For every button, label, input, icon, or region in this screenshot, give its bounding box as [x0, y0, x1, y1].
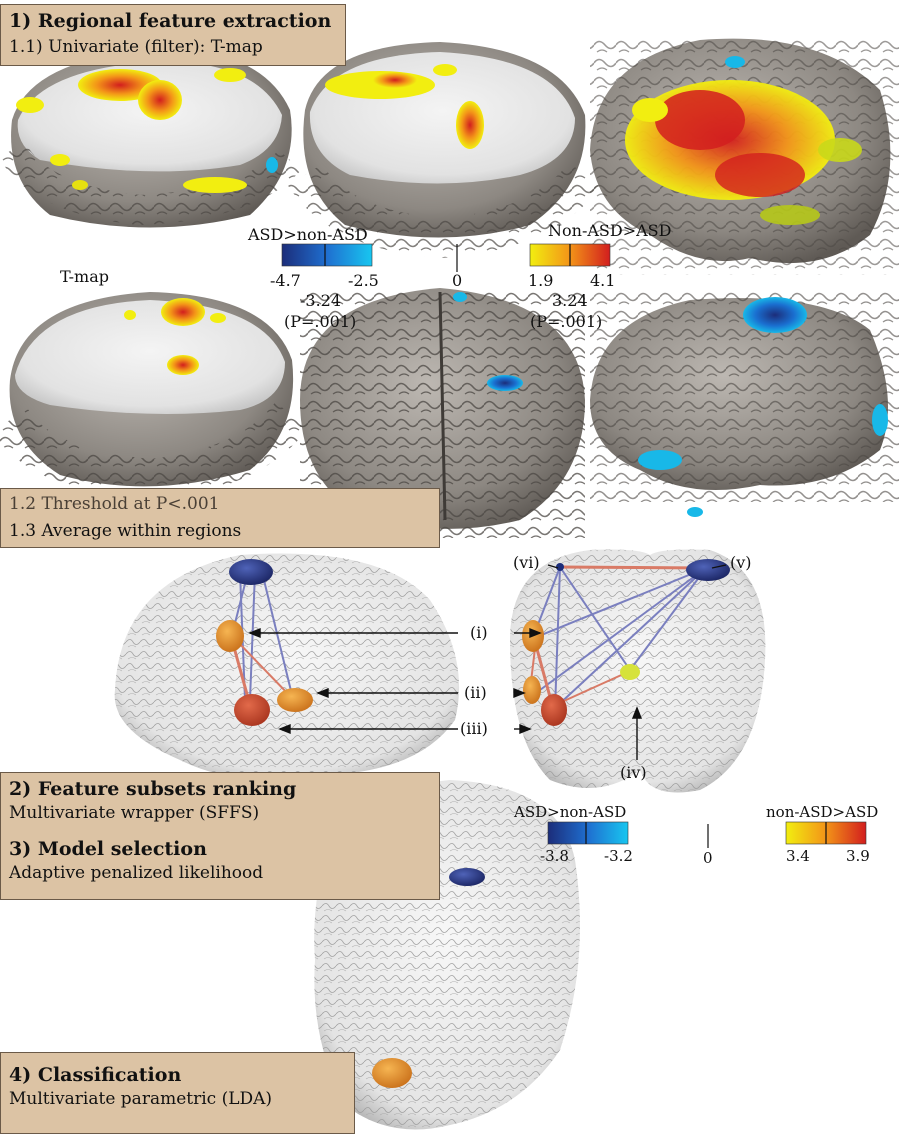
step2-title: 2) Feature subsets ranking: [9, 778, 297, 800]
tmap-pos-threshold: 3.24: [552, 291, 588, 310]
tmap-label: T-map: [60, 267, 109, 286]
step1-subtitle: 1.1) Univariate (filter): T-map: [9, 37, 263, 57]
tmap-pos-p: (P=.001): [530, 312, 603, 331]
glass-brain-lateral: [114, 553, 460, 780]
region-label-vi: (vi): [513, 553, 540, 572]
tmap-neg-min: -4.7: [270, 271, 301, 290]
region-label-i: (i): [470, 623, 488, 642]
brain-row1-middle: [288, 42, 601, 259]
step2-subtitle: Multivariate wrapper (SFFS): [9, 803, 260, 823]
region-label-iii: (iii): [460, 719, 488, 738]
step3-subtitle: Adaptive penalized likelihood: [9, 863, 264, 883]
regions-neg-title: ASD>non-ASD: [514, 803, 627, 821]
region-label-ii: (ii): [464, 683, 487, 702]
step4-subtitle: Multivariate parametric (LDA): [9, 1089, 273, 1109]
regions-pos-min: 3.4: [786, 847, 810, 865]
region-arrows: [248, 564, 727, 760]
brain-row2-right: [590, 292, 899, 517]
step12-box: 1.2 Threshold at P<.001 1.3 Average with…: [0, 488, 440, 548]
glass-brain-frontal: [510, 549, 766, 793]
step13-average: 1.3 Average within regions: [9, 521, 242, 541]
tmap-pos-max: 4.1: [590, 271, 616, 290]
step12-threshold: 1.2 Threshold at P<.001: [9, 494, 220, 514]
regions-neg-min: -3.8: [540, 847, 569, 865]
brain-row1-right: [590, 35, 899, 275]
tmap-pos-min: 1.9: [528, 271, 554, 290]
regions-colorscale: [547, 821, 867, 848]
tmap-neg-max: -2.5: [348, 271, 379, 290]
tmap-colorscale: [281, 243, 611, 272]
region-label-v: (v): [730, 553, 752, 572]
step1-title: 1) Regional feature extraction: [9, 10, 332, 32]
tmap-zero: 0: [452, 271, 463, 290]
tmap-pos-title: Non-ASD>ASD: [548, 221, 672, 240]
brain-row1-left: [0, 49, 302, 228]
tmap-neg-threshold: -3.24: [300, 291, 342, 310]
regions-zero: 0: [703, 849, 713, 867]
brain-row2-left: [0, 292, 309, 502]
step1-box: 1) Regional feature extraction 1.1) Univ…: [0, 4, 346, 66]
brain-row2-middle: [300, 288, 585, 538]
step3-title: 3) Model selection: [9, 838, 207, 860]
step4-title: 4) Classification: [9, 1064, 182, 1086]
tmap-neg-p: (P=.001): [284, 312, 357, 331]
step4-box: 4) Classification Multivariate parametri…: [0, 1052, 355, 1134]
regions-neg-max: -3.2: [604, 847, 633, 865]
regions-pos-title: non-ASD>ASD: [766, 803, 879, 821]
tmap-neg-title: ASD>non-ASD: [248, 225, 368, 244]
region-label-iv: (iv): [620, 763, 647, 782]
step23-box: 2) Feature subsets ranking Multivariate …: [0, 772, 440, 900]
regions-pos-max: 3.9: [846, 847, 870, 865]
